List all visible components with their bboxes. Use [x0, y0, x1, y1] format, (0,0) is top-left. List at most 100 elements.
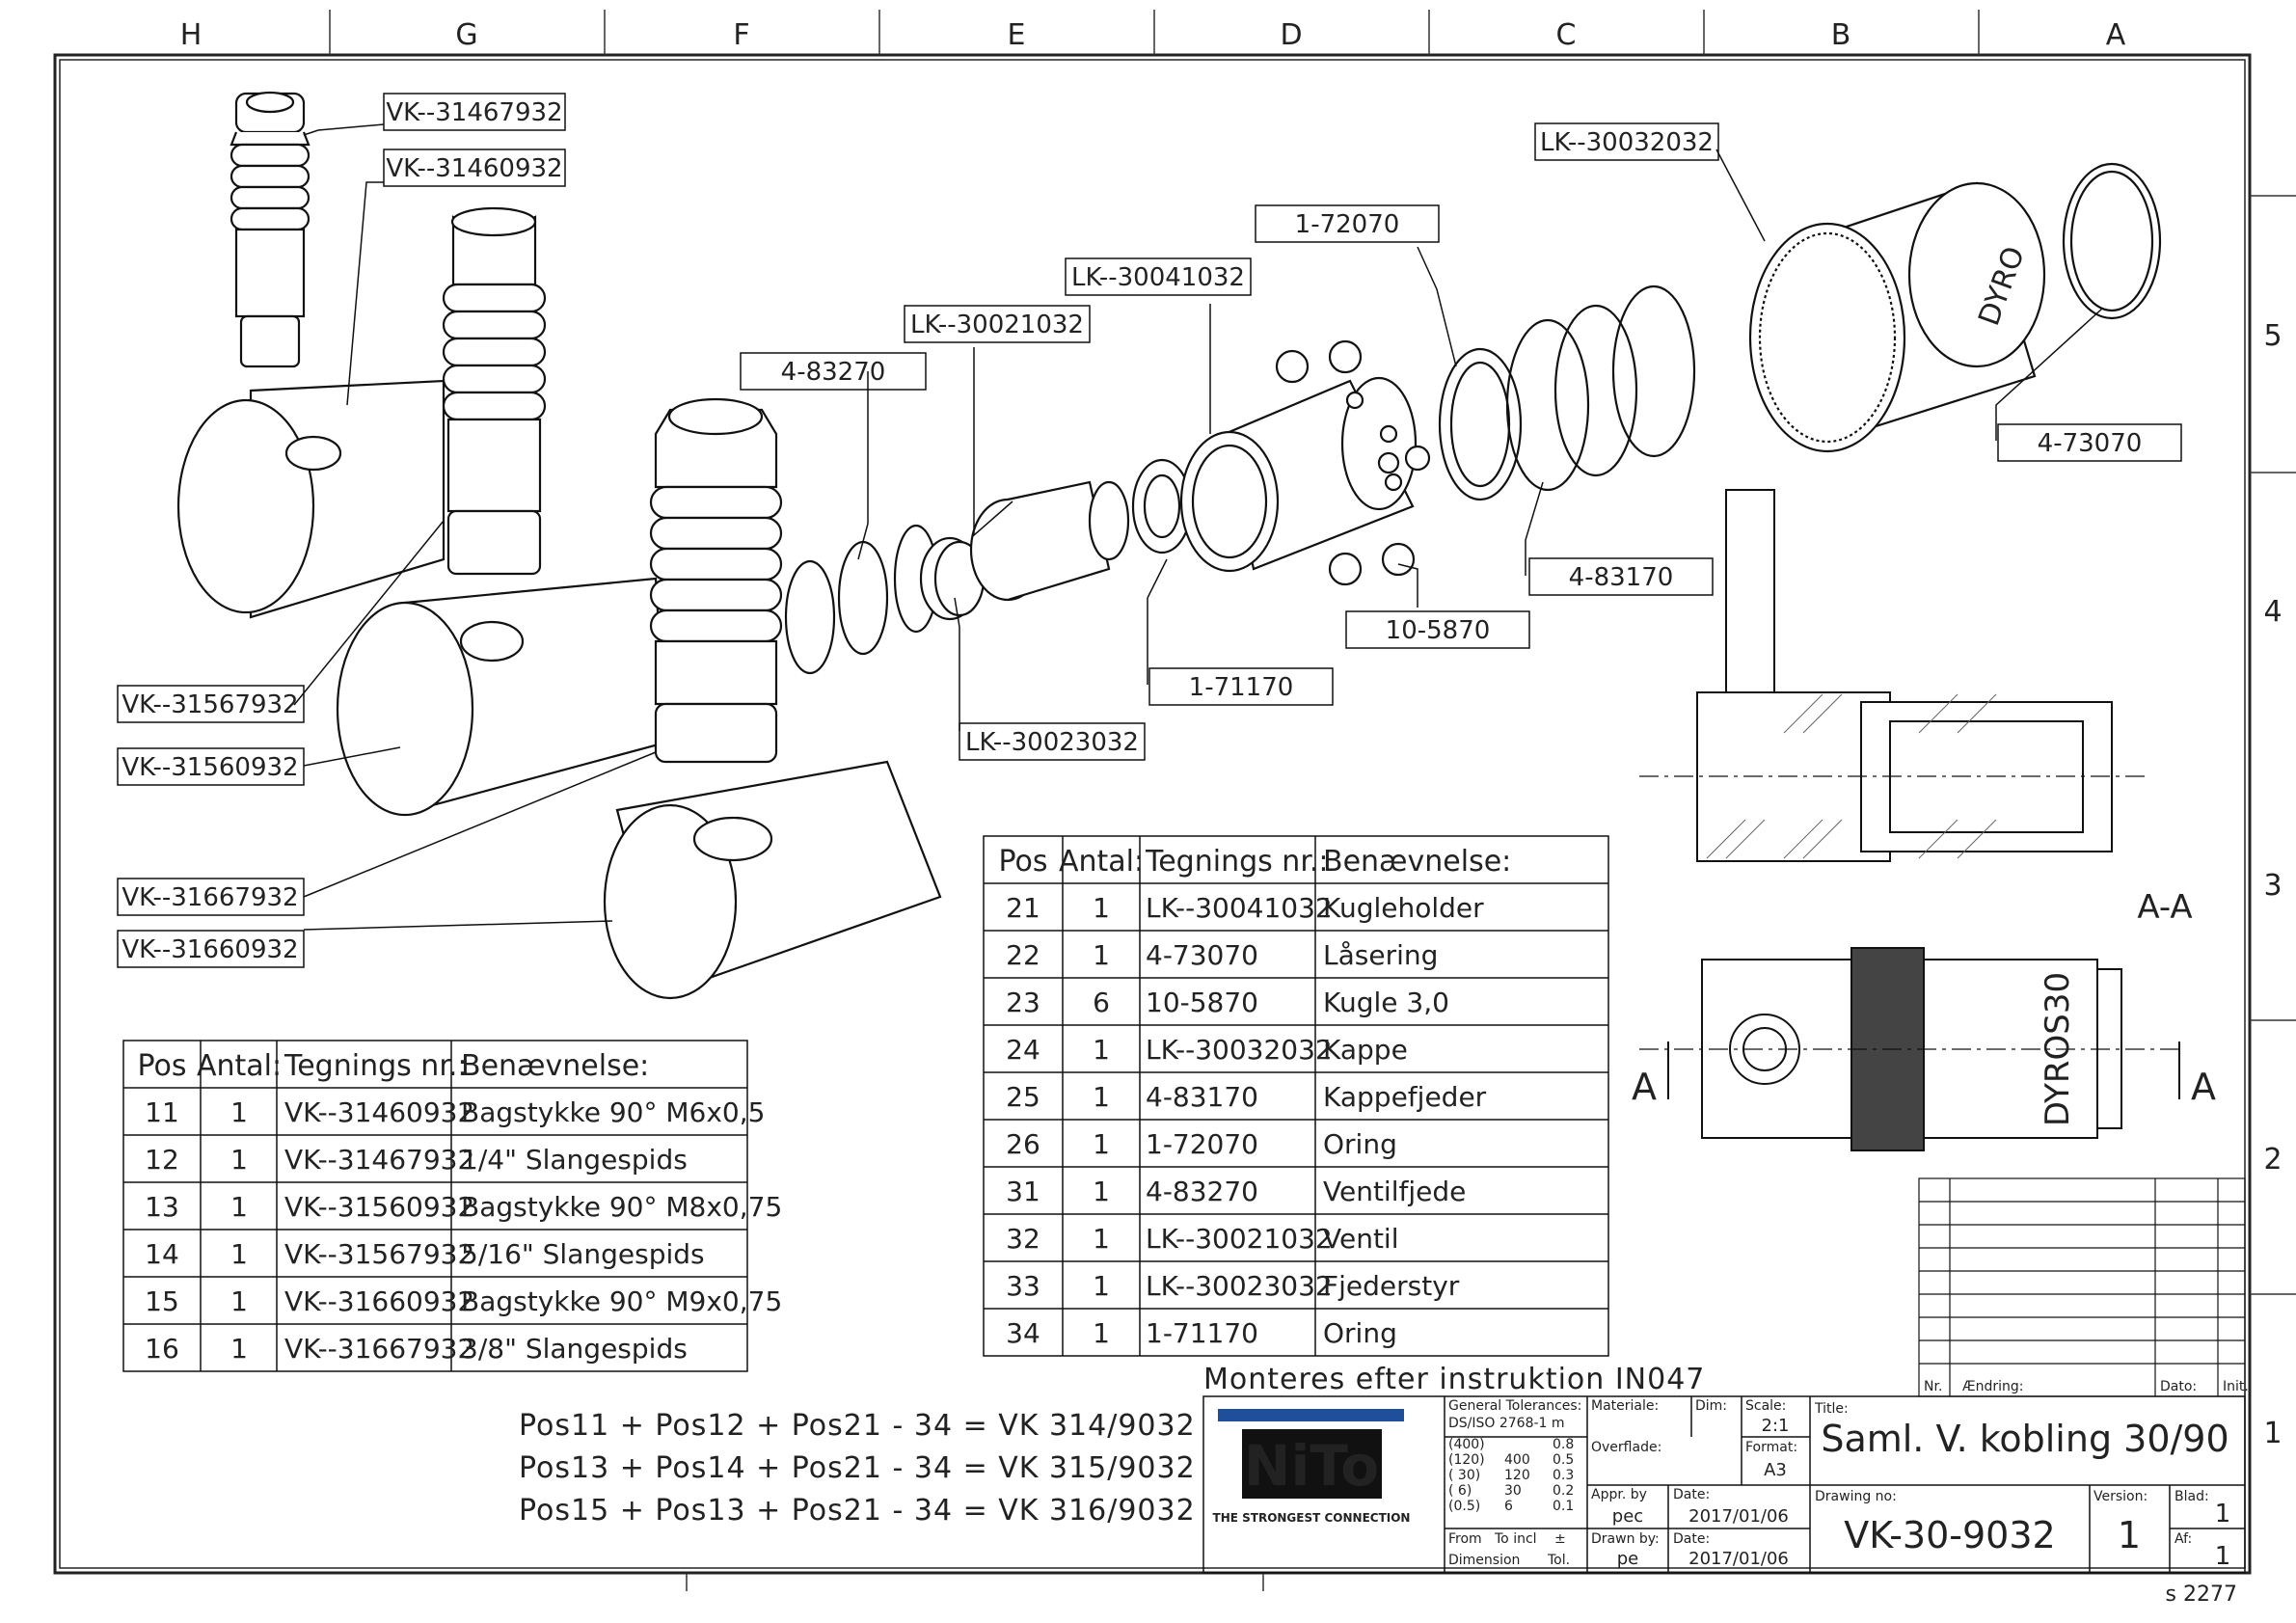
assembly-equation: Pos11 + Pos12 + Pos21 - 34 = VK 314/9032 — [519, 1409, 1196, 1443]
callout-box — [740, 352, 927, 391]
bom-cell: VK--31560932 — [284, 1191, 474, 1223]
callout-box — [959, 722, 1146, 761]
blad-value: 1 — [2215, 1500, 2231, 1528]
drawn-by-label: Drawn by: — [1591, 1531, 1660, 1547]
bom-cell: 26 — [1006, 1128, 1040, 1160]
tolerance-cell: 0.8 — [1553, 1437, 1574, 1452]
bom-cell: 23 — [1006, 987, 1040, 1018]
approved-date: 2017/01/06 — [1688, 1506, 1789, 1527]
title-label: Title: — [1814, 1401, 1849, 1417]
section-mark-left: A — [1632, 1066, 1657, 1108]
bom-cell: Oring — [1323, 1128, 1397, 1160]
bom-cell: 22 — [1006, 939, 1040, 971]
bom-cell: LK--30023032 — [1146, 1270, 1333, 1302]
assembly-equation: Pos15 + Pos13 + Pos21 - 34 = VK 316/9032 — [519, 1494, 1196, 1528]
tolerance-cell: 120 — [1504, 1468, 1530, 1483]
zone-number: 1 — [2263, 1417, 2282, 1450]
callout-box — [1255, 204, 1440, 243]
revision-header: Nr. — [1924, 1379, 1942, 1394]
callout-box — [1065, 257, 1252, 296]
tolerance-foot: Tol. — [1547, 1553, 1570, 1568]
drawing-frame-outer — [53, 53, 2252, 1575]
callout-box — [117, 930, 305, 968]
bom-cell: Kugle 3,0 — [1323, 987, 1449, 1018]
bom-cell: 1-71170 — [1146, 1317, 1258, 1349]
logo-tagline: THE STRONGEST CONNECTION — [1213, 1511, 1411, 1525]
tolerance-cell: 0.3 — [1553, 1468, 1574, 1483]
overflade-label: Overflade: — [1591, 1440, 1661, 1455]
ball-holder — [1179, 376, 1418, 573]
bom-cell: 14 — [145, 1238, 179, 1270]
bom-cell: LK--30032032 — [1146, 1034, 1333, 1066]
callout-box — [117, 747, 305, 786]
bom-cell: 4-83270 — [1146, 1176, 1258, 1207]
bom-right-grid — [983, 835, 1609, 1357]
tolerance-standard: DS/ISO 2768-1 m — [1448, 1416, 1565, 1431]
tolerance-cell: 400 — [1504, 1452, 1530, 1468]
callout-box — [1148, 667, 1334, 706]
drawn-by: pe — [1617, 1549, 1639, 1569]
bom-cell: 21 — [1006, 892, 1040, 924]
bom-cell: 24 — [1006, 1034, 1040, 1066]
bom-cell: VK--31660932 — [284, 1285, 474, 1317]
callout-box — [117, 878, 305, 916]
blad-label: Blad: — [2174, 1489, 2209, 1504]
bom-cell: Bagstykke 90° M6x0,5 — [461, 1096, 765, 1128]
bom-cell: 1 — [1093, 892, 1110, 924]
drawing-no-label: Drawing no: — [1815, 1489, 1897, 1504]
bom-header: Benævnelse: — [1323, 845, 1511, 879]
callout-label: 4-73070 — [2038, 429, 2143, 458]
format-label: Format: — [1745, 1440, 1797, 1455]
bom-cell: 4-73070 — [1146, 939, 1258, 971]
hose-nipple-large — [649, 397, 783, 764]
bom-cell: 16 — [145, 1333, 179, 1365]
callouts — [117, 93, 2182, 968]
bom-cell: 1 — [1093, 1223, 1110, 1255]
sheet-code: s 2277 — [2166, 1582, 2237, 1607]
assembly-note: Monteres efter instruktion IN047 — [1203, 1363, 1705, 1396]
bom-cell: 15 — [145, 1285, 179, 1317]
bom-cell: 1 — [1093, 1034, 1110, 1066]
bom-cell: 5/16" Slangespids — [461, 1238, 705, 1270]
bom-cell: 1 — [1093, 1176, 1110, 1207]
date-label: Date: — [1673, 1487, 1710, 1502]
oring-large — [1438, 347, 1523, 501]
tolerance-cell: 0.2 — [1553, 1483, 1574, 1499]
bom-cell: LK--30041032 — [1146, 892, 1333, 924]
callout-box — [117, 685, 305, 723]
callout-labels: VK--31467932 VK--31460932 VK--31567932 V… — [122, 98, 2142, 964]
bom-cell: Oring — [1323, 1317, 1397, 1349]
revision-header: Dato: — [2160, 1379, 2197, 1394]
tolerance-cell: (400) — [1448, 1437, 1485, 1452]
bom-cell: 11 — [145, 1096, 179, 1128]
bom-cell: Kugleholder — [1323, 892, 1484, 924]
bom-cell: Fjederstyr — [1323, 1270, 1460, 1302]
drawing-title: Saml. V. kobling 30/90 — [1821, 1418, 2228, 1460]
hose-nipple-small — [230, 91, 311, 368]
section-mark-right: A — [2191, 1066, 2216, 1108]
tolerance-cell: ( 6) — [1448, 1483, 1472, 1499]
bom-header: Antal: — [1059, 845, 1144, 879]
sleeve: DYRO — [1748, 181, 2046, 453]
bom-header: Benævnelse: — [461, 1049, 649, 1083]
bom-cell: Kappefjeder — [1323, 1081, 1487, 1113]
materiale-label: Materiale: — [1591, 1398, 1659, 1414]
bom-cell: 1 — [230, 1144, 248, 1176]
zone-number: 5 — [2263, 319, 2282, 353]
callout-label: LK--30021032 — [910, 311, 1084, 339]
tolerance-foot: Dimension — [1448, 1553, 1520, 1568]
tolerance-header: General Tolerances: — [1448, 1398, 1581, 1414]
bom-cell: 1 — [1093, 939, 1110, 971]
bom-cell: 1 — [1093, 1081, 1110, 1113]
zone-letter: F — [733, 18, 749, 52]
bom-cell: 3/8" Slangespids — [461, 1333, 688, 1365]
bom-left-grid — [122, 1040, 748, 1372]
bom-cell: VK--31667932 — [284, 1333, 474, 1365]
tolerance-cell: 30 — [1504, 1483, 1522, 1499]
exploded-assembly: DYRO — [176, 91, 2162, 1000]
tolerance-foot: To incl — [1494, 1531, 1537, 1547]
bom-cell: VK--31460932 — [284, 1096, 474, 1128]
callout-box — [1997, 423, 2182, 462]
